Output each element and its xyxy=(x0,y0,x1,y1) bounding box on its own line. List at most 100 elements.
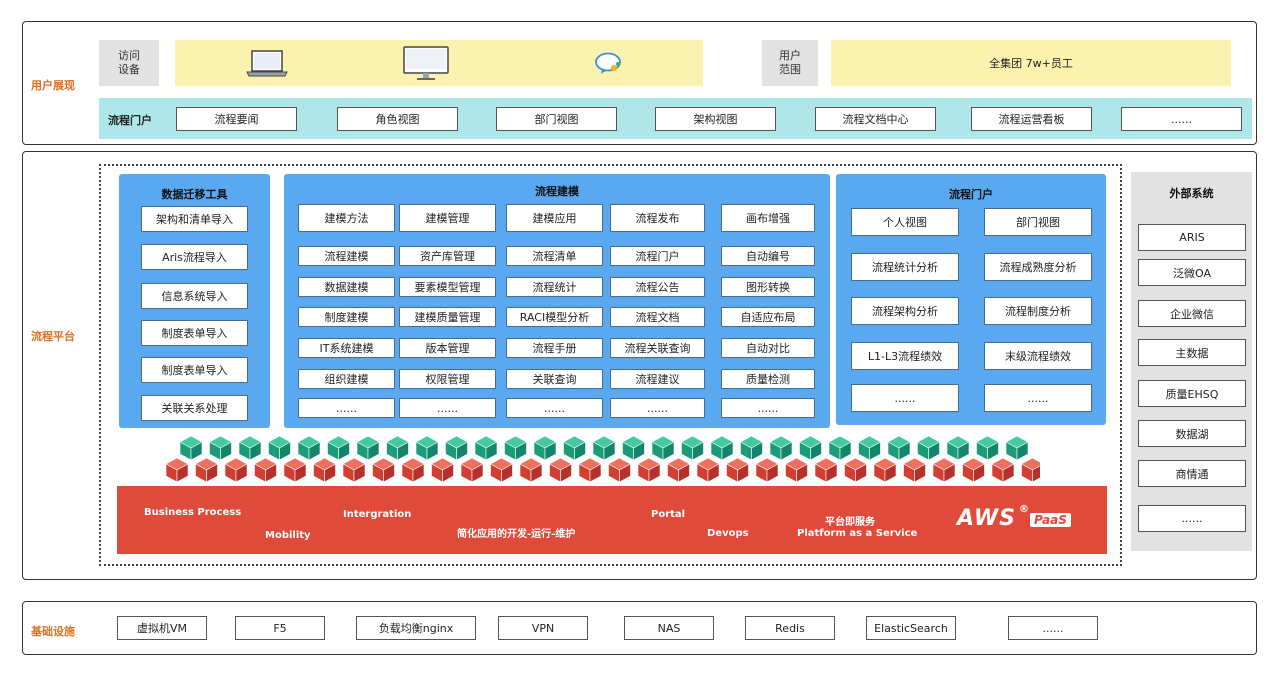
cube xyxy=(710,435,734,461)
modeling-item: 权限管理 xyxy=(399,369,496,389)
infra-item: F5 xyxy=(235,616,325,640)
aws-logo: AWS xyxy=(957,506,1016,531)
modeling-item: 质量检测 xyxy=(721,369,815,389)
portal-item: 流程文档中心 xyxy=(815,107,936,131)
user-scope-label: 用户 范围 xyxy=(762,40,818,86)
cube xyxy=(843,457,868,483)
cube xyxy=(238,435,262,461)
modeling-item: 流程建模 xyxy=(298,246,395,266)
process-portal-title: 流程门户 xyxy=(949,188,993,201)
cube xyxy=(975,435,1000,461)
cube xyxy=(739,435,764,461)
portal-item: 角色视图 xyxy=(337,107,458,131)
access-device-band xyxy=(175,40,703,86)
process-platform-label: 流程平台 xyxy=(31,330,75,343)
modeling-item: 流程关联查询 xyxy=(610,338,705,358)
external-item: 主数据 xyxy=(1138,339,1246,366)
portal-panel-item: 部门视图 xyxy=(984,208,1092,236)
portal-panel-item: 流程架构分析 xyxy=(851,297,959,325)
cube xyxy=(784,457,809,483)
cube xyxy=(253,457,278,483)
migration-item: 关联关系处理 xyxy=(141,395,248,421)
infra-item: 负载均衡nginx xyxy=(356,616,476,640)
cube xyxy=(902,457,927,483)
infra-item: NAS xyxy=(624,616,714,640)
infra-item: ...... xyxy=(1008,616,1098,640)
cube xyxy=(519,457,543,483)
cube xyxy=(179,435,203,461)
external-systems-title: 外部系统 xyxy=(1169,187,1214,200)
cube xyxy=(814,457,838,483)
cube xyxy=(932,457,956,483)
modeling-item: 自动对比 xyxy=(721,338,815,358)
cube xyxy=(1020,457,1040,483)
modeling-header: 流程发布 xyxy=(610,204,705,232)
cube xyxy=(371,457,396,483)
infra-item: 虚拟机VM xyxy=(117,616,207,640)
monitor-icon xyxy=(403,46,449,80)
cube xyxy=(578,457,602,483)
portal-panel-item: 末级流程绩效 xyxy=(984,342,1092,370)
modeling-item: 要素模型管理 xyxy=(399,277,496,297)
external-item: ARIS xyxy=(1138,224,1246,251)
cube xyxy=(828,435,852,461)
migration-item: 制度表单导入 xyxy=(141,320,248,346)
cube xyxy=(991,457,1015,483)
mobility-text: Mobility xyxy=(265,530,311,541)
external-item: 质量EHSQ xyxy=(1138,380,1246,407)
chat-app-icon xyxy=(595,52,621,74)
migration-item: 信息系统导入 xyxy=(141,283,248,309)
cube xyxy=(224,457,248,483)
modeling-item: 制度建模 xyxy=(298,307,395,327)
modeling-header: 建模方法 xyxy=(298,204,395,232)
external-item: 企业微信 xyxy=(1138,300,1246,327)
paas-badge: PaaS xyxy=(1030,513,1071,527)
external-item: 泛微OA xyxy=(1138,259,1246,286)
cube xyxy=(769,435,793,461)
user-scope-value: 全集团 7w+员工 xyxy=(989,57,1073,70)
cube xyxy=(562,435,587,461)
cube xyxy=(651,435,675,461)
cube xyxy=(637,457,661,483)
cube xyxy=(887,435,911,461)
infra-item: VPN xyxy=(498,616,588,640)
cube xyxy=(460,457,484,483)
cube xyxy=(961,457,986,483)
cube xyxy=(444,435,469,461)
portal-panel-item: ...... xyxy=(984,384,1092,412)
cube xyxy=(430,457,455,483)
portal-item: 流程要闻 xyxy=(176,107,297,131)
cube-layer xyxy=(165,435,1040,483)
portal-text: Portal xyxy=(651,509,686,520)
cube xyxy=(474,435,498,461)
modeling-item: 组织建模 xyxy=(298,369,395,389)
cube xyxy=(916,435,941,461)
modeling-item: ...... xyxy=(298,398,395,418)
devops-text: Devops xyxy=(707,528,749,539)
cube xyxy=(533,435,557,461)
portal-item: 部门视图 xyxy=(496,107,617,131)
migration-item: Aris流程导入 xyxy=(141,244,248,270)
user-display-label: 用户展现 xyxy=(31,79,75,92)
cube xyxy=(165,457,189,483)
portal-item: 流程运营看板 xyxy=(971,107,1092,131)
infrastructure-label: 基础设施 xyxy=(31,625,75,638)
service-en-text: Platform as a Service xyxy=(797,528,918,539)
external-item: 商情通 xyxy=(1138,460,1246,487)
modeling-item: 流程公告 xyxy=(610,277,705,297)
migration-item: 制度表单导入 xyxy=(141,357,248,383)
external-item: 数据湖 xyxy=(1138,420,1246,447)
cube xyxy=(1005,435,1029,461)
modeling-header: 画布增强 xyxy=(721,204,815,232)
modeling-item: RACI模型分析 xyxy=(506,307,603,327)
cube xyxy=(680,435,705,461)
cube xyxy=(401,457,425,483)
cube xyxy=(194,457,219,483)
modeling-item: 建模质量管理 xyxy=(399,307,496,327)
process-modeling-title: 流程建模 xyxy=(535,185,579,198)
portal-item: ...... xyxy=(1121,107,1242,131)
modeling-item: 流程清单 xyxy=(506,246,603,266)
cube xyxy=(267,435,292,461)
modeling-item: 流程建议 xyxy=(610,369,705,389)
cube xyxy=(725,457,750,483)
